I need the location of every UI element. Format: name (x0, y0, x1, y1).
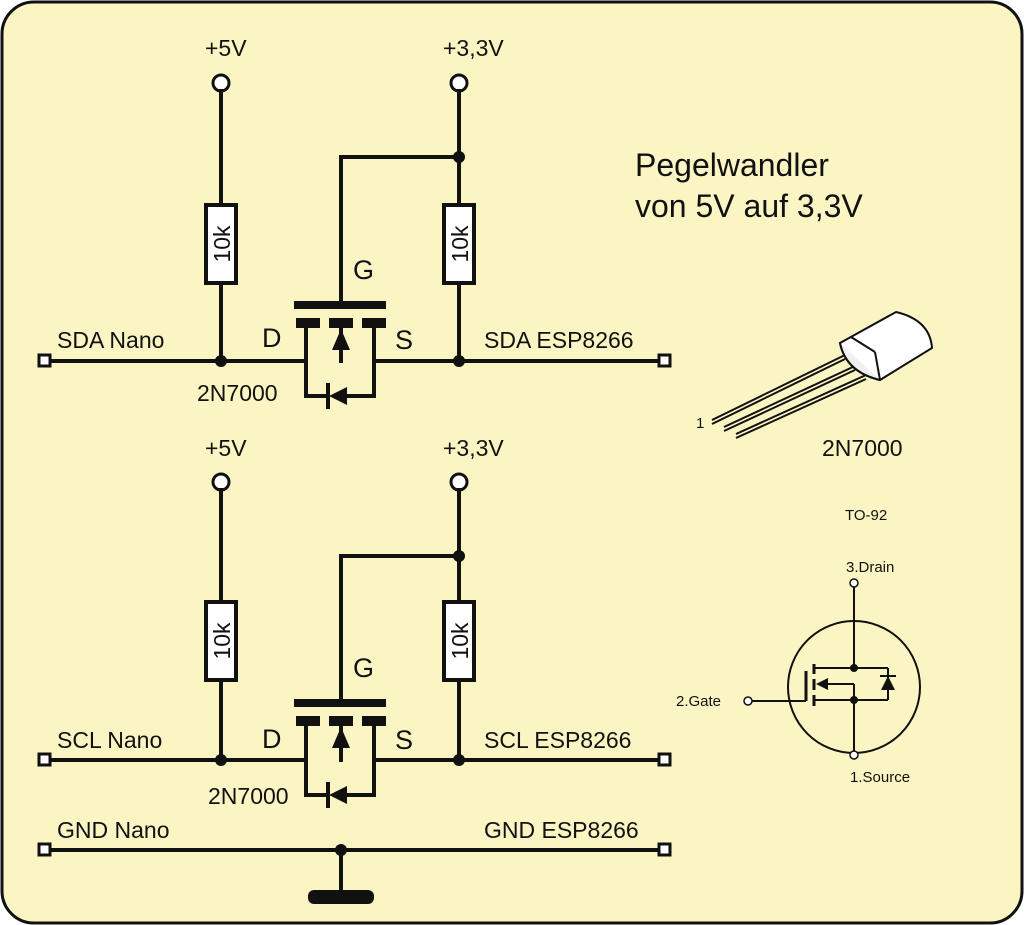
source-label: S (395, 325, 413, 355)
gnd-esp-label: GND ESP8266 (484, 817, 639, 843)
vcc-3v3-label: +3,3V (443, 35, 504, 61)
sda-esp-terminal (657, 353, 672, 368)
resistor-r3-label: 10k (209, 622, 235, 660)
channel-sda: +5V 10k +3,3V 10k SDA Nano SDA ESP8266 (37, 35, 672, 409)
mosfet-q2 (294, 699, 386, 808)
drain-label: D (262, 323, 282, 353)
source-pin-terminal (849, 750, 859, 760)
vcc-3v3-label: +3,3V (443, 435, 504, 461)
vcc-3v3-terminal (449, 73, 469, 93)
scl-esp-terminal (657, 752, 672, 767)
scl-esp-label: SCL ESP8266 (484, 727, 631, 753)
resistor-r4-label: 10k (447, 622, 473, 660)
drain-pin-terminal (849, 578, 859, 588)
vcc-5v-terminal (211, 73, 231, 93)
drain-pin-label: 3.Drain (846, 559, 894, 576)
vcc-5v-terminal (211, 472, 231, 492)
channel-scl: +5V 10k +3,3V 10k SCL Nano SCL ESP8266 (37, 435, 672, 809)
ground-line: GND Nano GND ESP8266 (37, 817, 672, 904)
package-part-label: 2N7000 (822, 435, 903, 461)
resistor-r2-label: 10k (447, 225, 473, 263)
resistor-r1 (204, 203, 238, 285)
scl-nano-terminal (37, 752, 52, 767)
sda-nano-label: SDA Nano (57, 327, 164, 353)
gate-pin-label: 2.Gate (676, 693, 721, 710)
diagram-title-line1: Pegelwandler (635, 147, 829, 183)
mosfet-label: 2N7000 (197, 380, 278, 406)
ground-symbol (308, 890, 374, 904)
resistor-r3 (204, 600, 238, 682)
drain-label: D (262, 724, 282, 754)
sda-esp-label: SDA ESP8266 (484, 327, 634, 353)
mosfet-label: 2N7000 (208, 783, 289, 809)
vcc-5v-label: +5V (205, 435, 247, 461)
resistor-r1-label: 10k (209, 225, 235, 263)
source-label: S (395, 725, 413, 755)
pin1-mark: 1 (696, 415, 704, 432)
package-type-label: TO-92 (845, 507, 887, 524)
to92-package-drawing: 1 2N7000 TO-92 (696, 310, 934, 524)
source-pin-label: 1.Source (850, 769, 910, 786)
gate-pin-terminal (743, 696, 753, 706)
gate-label: G (353, 255, 374, 285)
scl-nano-label: SCL Nano (57, 727, 162, 753)
mosfet-pinout-symbol: 3.Drain 2.Gate 1.Source (676, 559, 921, 786)
vcc-5v-label: +5V (205, 35, 247, 61)
gnd-nano-label: GND Nano (57, 817, 169, 843)
diagram-title-line2: von 5V auf 3,3V (635, 188, 863, 224)
sda-nano-terminal (37, 353, 52, 368)
mosfet-q1 (294, 301, 386, 409)
gate-label: G (353, 653, 374, 683)
gnd-nano-terminal (37, 842, 52, 857)
gnd-esp-terminal (657, 842, 672, 857)
vcc-3v3-terminal (449, 472, 469, 492)
